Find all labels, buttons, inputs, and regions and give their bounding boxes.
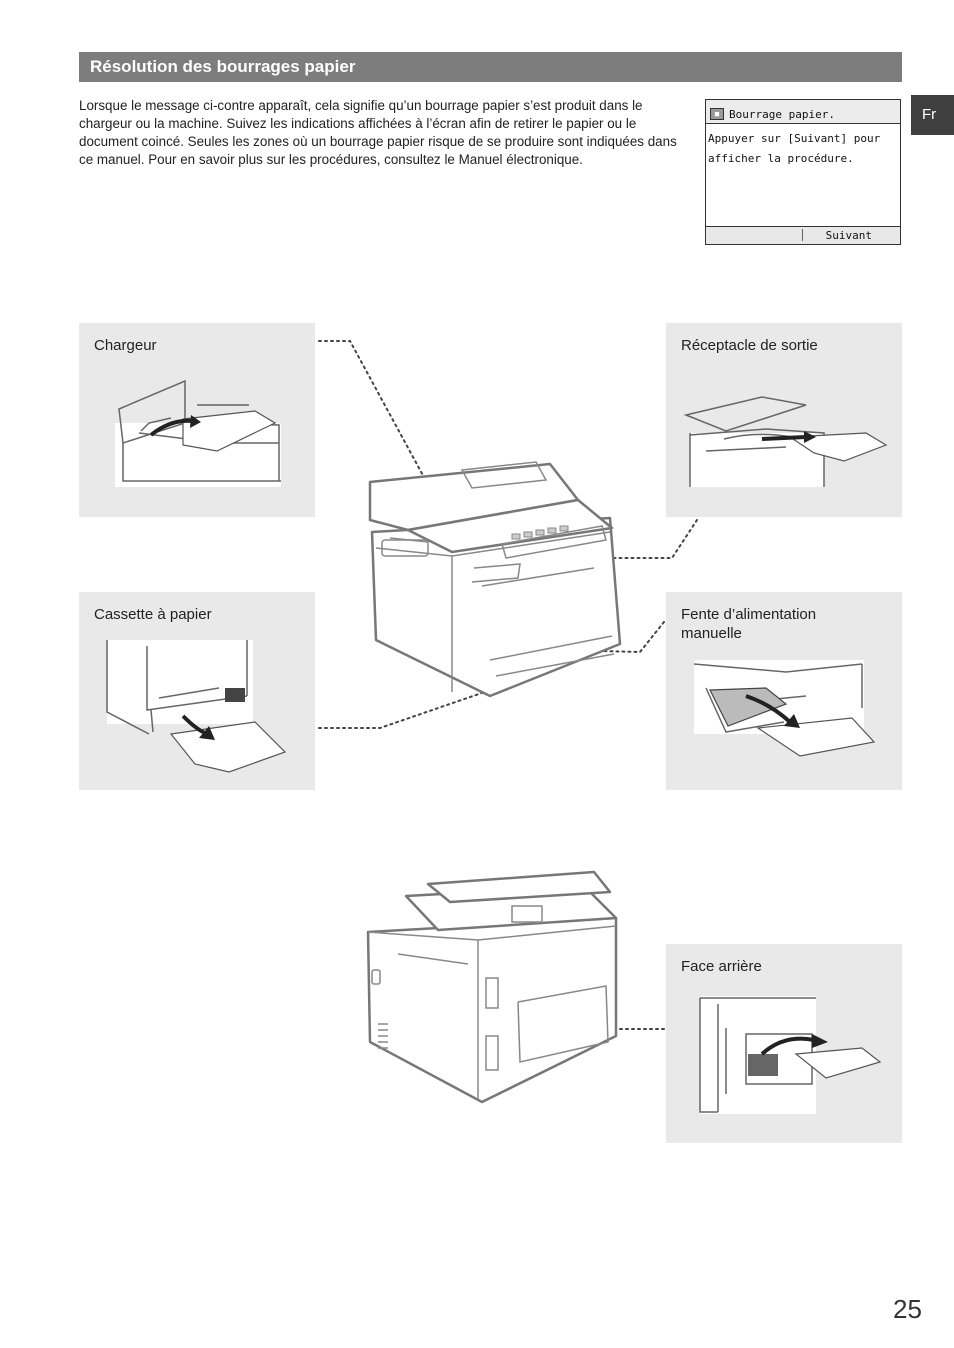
lcd-footer: Suivant [706,226,900,244]
panel-rear-side-label: Face arrière [681,958,762,975]
panel-output-tray-label: Réceptacle de sortie [681,337,818,354]
section-title: Résolution des bourrages papier [90,57,356,76]
lcd-title: Bourrage papier. [729,107,835,121]
paper-cassette-illustration [106,640,287,773]
page-number: 25 [893,1294,922,1324]
leader-feeder [318,340,433,493]
manual-feed-illustration [693,660,876,757]
output-tray-illustration [683,396,888,487]
lcd-line-2: afficher la procédure. [708,152,854,165]
panel-manual-feed-label: Fente d’alimentation manuelle [681,605,816,643]
panel-feeder-label: Chargeur [94,337,157,354]
language-tab-label: Fr [922,106,937,123]
lcd-footer-divider [802,229,803,241]
panel-manual-feed-label-line-2: manuelle [681,625,742,642]
panel-manual-feed: Fente d’alimentation manuelle [666,592,902,790]
panel-manual-feed-label-line-1: Fente d’alimentation [681,606,817,623]
lcd-line-1: Appuyer sur [Suivant] pour [708,132,881,145]
panel-paper-cassette-label: Cassette à papier [94,606,212,623]
panel-rear-side: Face arrière [666,944,902,1143]
machine-rear-illustration [366,870,618,1104]
rear-side-illustration [699,996,882,1114]
lcd-title-bar: ■ Bourrage papier. [706,100,900,124]
jam-warning-icon: ■ [710,108,724,120]
machine-front-illustration [368,461,622,698]
section-title-bar: Résolution des bourrages papier [79,52,902,82]
panel-output-tray: Réceptacle de sortie [666,323,902,517]
lcd-screen: ■ Bourrage papier. Appuyer sur [Suivant]… [705,99,901,245]
lcd-next-button[interactable]: Suivant [825,229,872,242]
language-tab: Fr [911,95,954,135]
panel-feeder: Chargeur [79,323,315,517]
intro-paragraph: Lorsque le message ci-contre apparaît, c… [79,98,677,167]
lcd-message: Appuyer sur [Suivant] pour afficher la p… [706,124,900,169]
feeder-illustration [115,379,281,487]
leader-cassette [318,684,506,729]
panel-paper-cassette: Cassette à papier [79,592,315,790]
